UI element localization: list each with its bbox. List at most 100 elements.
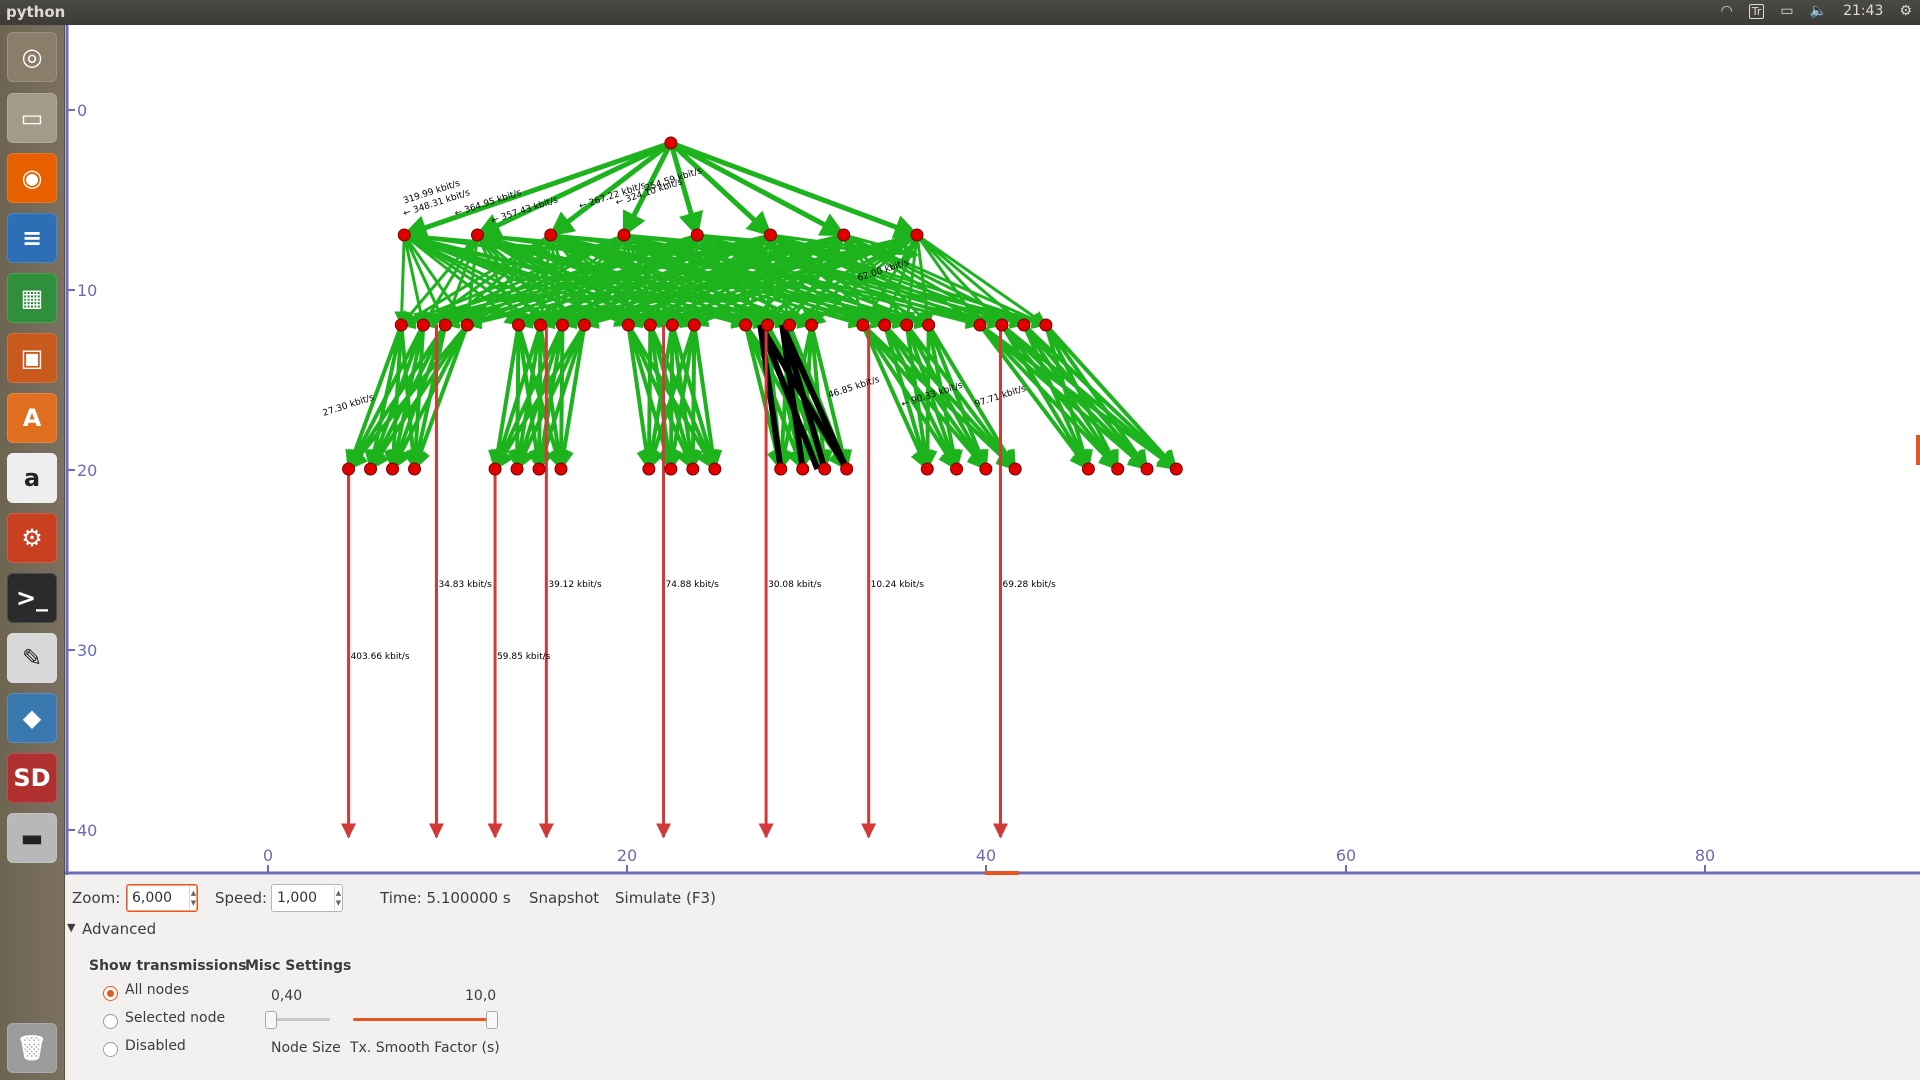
downlink-rate-label: 10.24 kbit/s xyxy=(871,580,925,590)
leaf-node xyxy=(364,462,378,476)
leaf-edge xyxy=(346,323,447,471)
speed-stepper-arrows[interactable]: ▲▼ xyxy=(334,886,342,910)
x-tick-label-80: 80 xyxy=(1695,846,1715,865)
uplink-edge xyxy=(621,141,674,238)
mesh-edge xyxy=(770,233,846,259)
writer-icon[interactable]: ≡ xyxy=(7,213,57,263)
misc-settings-title: Misc Settings xyxy=(245,958,352,974)
leaf-node xyxy=(920,462,934,476)
uplink-edge xyxy=(548,141,673,237)
level2-node xyxy=(783,318,797,332)
leaf-edge xyxy=(905,323,1017,471)
radio-disabled-label[interactable]: Disabled xyxy=(125,1038,186,1054)
zoom-spinbox[interactable]: ▲▼ xyxy=(126,884,198,912)
node-size-slider-handle[interactable] xyxy=(265,1011,277,1029)
zoom-stepper-arrows[interactable]: ▲▼ xyxy=(189,886,197,910)
chevron-down-icon[interactable]: ▼ xyxy=(67,921,76,934)
sd-card-icon[interactable]: SD xyxy=(7,753,57,803)
y-tick-label-0: 0 xyxy=(77,101,87,120)
wifi-icon[interactable]: ◠ xyxy=(1720,3,1733,19)
leaf-node xyxy=(664,462,678,476)
radio-selected-node-label[interactable]: Selected node xyxy=(125,1010,226,1026)
leaf-node xyxy=(386,462,400,476)
downlink-rate-label: 30.08 kbit/s xyxy=(768,580,822,590)
speed-label: Speed: xyxy=(215,889,268,907)
uplink-edge xyxy=(401,140,672,240)
ubuntu-dash-icon[interactable]: ◎ xyxy=(7,32,57,82)
mesh-edge xyxy=(402,234,428,327)
impress-icon[interactable]: ▣ xyxy=(7,333,57,383)
leaf-edge xyxy=(641,324,675,471)
smooth-factor-value: 10,0 xyxy=(465,988,497,1004)
level2-node xyxy=(1039,318,1053,332)
leaf-edge xyxy=(882,324,959,471)
leaf-node xyxy=(642,462,656,476)
level1-node xyxy=(397,228,411,242)
downlink-rate-label: 403.66 kbit/s xyxy=(351,652,410,662)
clock[interactable]: 21:43 xyxy=(1843,3,1884,19)
snapshot-button[interactable]: Snapshot xyxy=(529,889,600,907)
software-center-icon[interactable]: A xyxy=(7,393,57,443)
mesh-edge xyxy=(400,233,552,327)
speed-input[interactable] xyxy=(272,887,334,909)
leaf-edge xyxy=(882,324,932,471)
level2-node xyxy=(856,318,870,332)
leaf-edge xyxy=(411,324,470,471)
leaf-node xyxy=(554,462,568,476)
leaf-node xyxy=(1008,462,1022,476)
level2-node xyxy=(761,318,775,332)
calc-icon[interactable]: ▦ xyxy=(7,273,57,323)
radio-disabled[interactable] xyxy=(103,1042,118,1057)
amazon-icon[interactable]: a xyxy=(7,453,57,503)
simulate-button[interactable]: Simulate (F3) xyxy=(615,889,716,907)
system-settings-icon[interactable]: ⚙ xyxy=(7,513,57,563)
leaf-node xyxy=(1081,462,1095,476)
highlighted-edge xyxy=(779,324,806,470)
leaf-node xyxy=(950,462,964,476)
leaf-edge xyxy=(860,324,930,471)
radio-all-nodes-label[interactable]: All nodes xyxy=(125,982,190,998)
mesh-edge xyxy=(766,233,918,327)
advanced-expander[interactable]: Advanced xyxy=(82,920,157,938)
node-size-slider[interactable] xyxy=(265,1011,330,1029)
drive-icon[interactable]: ▬ xyxy=(7,813,57,863)
level2-node xyxy=(878,318,892,332)
leaf-edge xyxy=(1022,323,1149,471)
keyboard-layout-indicator[interactable]: Tr xyxy=(1748,3,1765,19)
x-tick-label-0: 0 xyxy=(263,846,273,865)
mesh-edge xyxy=(843,233,919,259)
zoom-label: Zoom: xyxy=(72,889,121,907)
leaf-edge xyxy=(809,324,834,471)
smooth-factor-slider-fill xyxy=(353,1018,491,1021)
text-editor-icon[interactable]: ✎ xyxy=(7,633,57,683)
firefox-icon[interactable]: ◉ xyxy=(7,153,57,203)
level1-node xyxy=(544,228,558,242)
x-scroll-indicator xyxy=(985,871,1019,875)
leaf-edge xyxy=(978,323,1120,471)
mesh-edge xyxy=(394,234,410,327)
zoom-input[interactable] xyxy=(127,887,189,909)
leaf-edge xyxy=(644,324,697,471)
radio-all-nodes[interactable] xyxy=(103,986,118,1001)
python-icon[interactable]: ◆ xyxy=(7,693,57,743)
smooth-factor-slider-handle[interactable] xyxy=(486,1011,498,1029)
mesh-edge xyxy=(916,233,1048,327)
level2-node xyxy=(643,318,657,332)
battery-icon[interactable]: ▭ xyxy=(1780,3,1794,19)
leaf-node xyxy=(510,462,524,476)
speed-spinbox[interactable]: ▲▼ xyxy=(271,884,343,912)
leaf-edge xyxy=(1044,324,1120,471)
control-panel: Zoom: ▲▼ Speed: ▲▼ Time: 5.100000 s Snap… xyxy=(65,875,1920,1080)
mesh-edge xyxy=(477,233,553,259)
volume-icon[interactable]: 🔈 xyxy=(1809,3,1828,19)
trash-icon[interactable]: 🗑 xyxy=(7,1023,57,1073)
terminal-icon[interactable]: >_ xyxy=(7,573,57,623)
gear-icon[interactable]: ⚙ xyxy=(1899,3,1912,19)
level1-node xyxy=(470,228,484,242)
smooth-factor-slider[interactable] xyxy=(353,1011,498,1029)
radio-selected-node[interactable] xyxy=(103,1014,118,1029)
leaf-edge xyxy=(793,324,814,471)
files-icon[interactable]: ▭ xyxy=(7,93,57,143)
